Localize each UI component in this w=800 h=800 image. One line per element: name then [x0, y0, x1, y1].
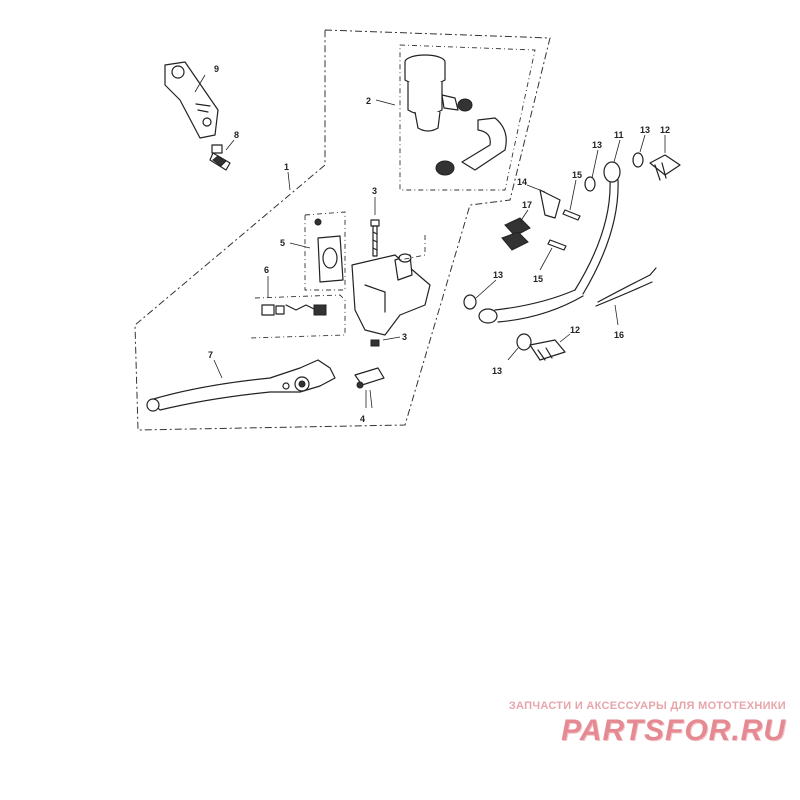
callout-5: 5 [280, 238, 285, 248]
clamp-part [304, 211, 346, 291]
hose-clip-part [501, 217, 531, 251]
watermark-tagline: ЗАПЧАСТИ И АКСЕССУАРЫ ДЛЯ МОТОТЕХНИКИ [508, 700, 786, 712]
callout-8: 8 [234, 130, 239, 140]
washer-2-part [584, 176, 596, 192]
callout-12-upper: 12 [660, 125, 670, 135]
brake-switch-part [354, 367, 385, 409]
callout-3-lower: 3 [402, 332, 407, 342]
callout-17: 17 [522, 200, 532, 210]
callout-13-c: 13 [493, 270, 503, 280]
bracket-bolt-part [209, 144, 231, 171]
callout-14: 14 [517, 177, 527, 187]
callout-9: 9 [214, 64, 219, 74]
assembly-outline [134, 29, 551, 431]
callout-11: 11 [614, 130, 624, 140]
callout-6: 6 [264, 265, 269, 275]
reservoir-part [404, 54, 507, 176]
brake-lever-part [146, 359, 336, 412]
piston-kit-part [249, 294, 346, 339]
reservoir-box [399, 44, 536, 191]
small-screw-upper-part [562, 209, 581, 221]
washer-4-part [516, 333, 532, 351]
callout-2: 2 [366, 96, 371, 106]
callout-4: 4 [360, 414, 365, 424]
hose-bracket-part [539, 189, 561, 219]
watermark-logo: PARTSFOR.RU [561, 714, 786, 747]
callout-1: 1 [284, 162, 289, 172]
master-cylinder-body [351, 235, 431, 336]
callout-13-d: 13 [492, 366, 502, 376]
brake-hose-part [478, 161, 621, 324]
cable-tie-part [595, 267, 657, 307]
upper-screw-part [370, 219, 380, 257]
washer-1-part [632, 152, 644, 168]
callout-15-lower: 15 [533, 274, 543, 284]
banjo-bolt-lower-part [529, 339, 566, 361]
banjo-bolt-upper-part [649, 154, 681, 181]
callout-7: 7 [208, 350, 213, 360]
callout-12-lower: 12 [570, 325, 580, 335]
callout-13-a: 13 [640, 125, 650, 135]
callout-3-upper: 3 [372, 186, 377, 196]
watermark: ЗАПЧАСТИ И АКСЕССУАРЫ ДЛЯ МОТОТЕХНИКИ PA… [466, 700, 786, 748]
callout-15-upper: 15 [572, 170, 582, 180]
callout-16: 16 [614, 330, 624, 340]
small-screw-lower-part [547, 239, 567, 251]
mount-bracket-part [164, 61, 219, 139]
callout-13-b: 13 [592, 140, 602, 150]
washer-3-part [463, 294, 477, 310]
lower-screw-part [370, 339, 380, 347]
